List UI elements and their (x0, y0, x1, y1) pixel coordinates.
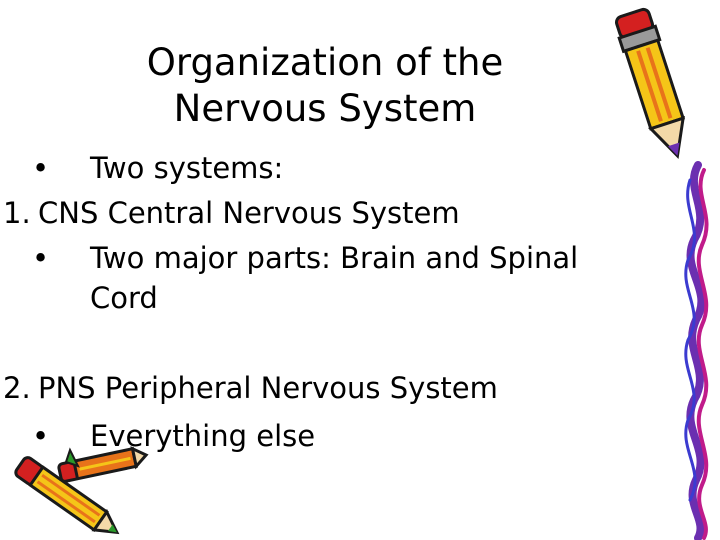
list-item-text: CNS Central Nervous System (38, 196, 460, 230)
title-line-1: Organization of the (146, 41, 504, 84)
bullet-marker: • (32, 419, 50, 453)
scribble-border-icon (684, 161, 709, 540)
title-line-2: Nervous System (173, 87, 477, 130)
list-item-text: Cord (90, 281, 158, 315)
bullet-marker: • (32, 241, 50, 275)
list-item-text: Two major parts: Brain and Spinal (90, 241, 579, 275)
slide-title: Organization of the Nervous System (110, 40, 540, 132)
pencil-pair-icon (14, 446, 149, 535)
bullet-marker: • (32, 151, 50, 185)
list-item-text: Everything else (90, 419, 316, 453)
number-marker: 1. (3, 196, 31, 230)
number-marker: 2. (3, 371, 31, 405)
list-item-text: Two systems: (90, 151, 284, 185)
pencil-icon (615, 7, 686, 159)
list-item-text: PNS Peripheral Nervous System (38, 371, 498, 405)
